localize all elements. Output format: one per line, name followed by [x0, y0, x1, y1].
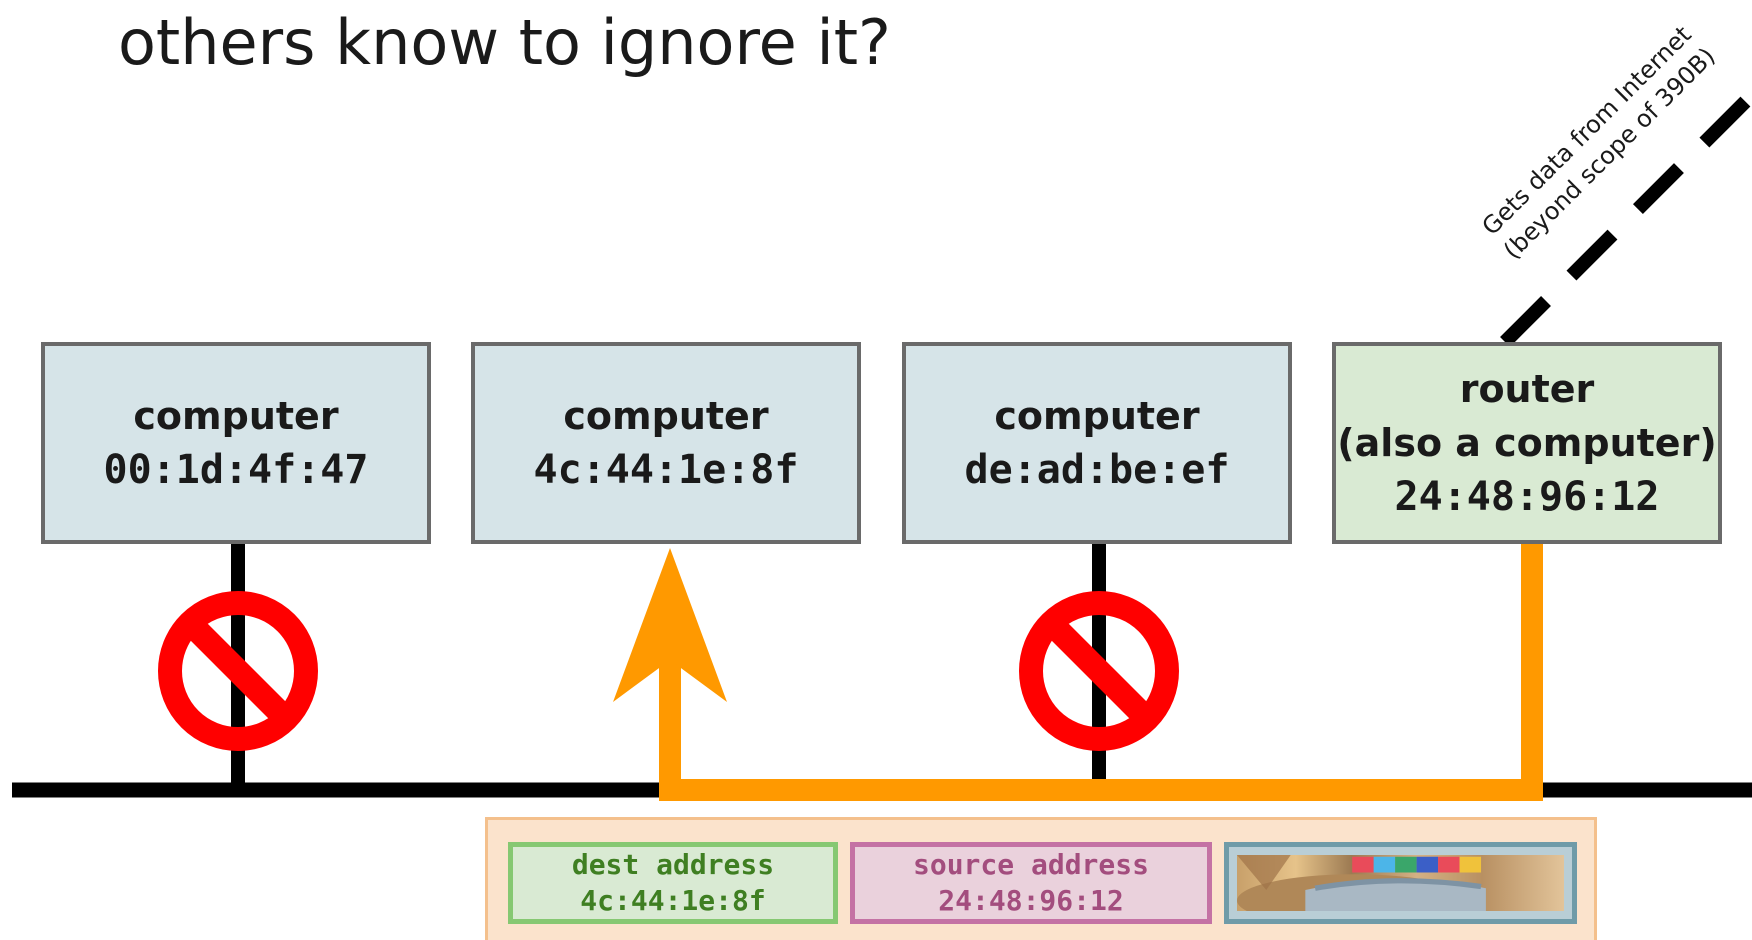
computer-node-3: computer de:ad:be:ef: [902, 342, 1292, 544]
node-mac-address: 4c:44:1e:8f: [533, 447, 799, 493]
node-mac-address: 00:1d:4f:47: [103, 447, 369, 493]
source-address-value: 24:48:96:12: [938, 884, 1124, 917]
node-mac-address: 24:48:96:12: [1394, 474, 1660, 520]
packet-frame: dest address 4c:44:1e:8f source address …: [485, 817, 1597, 940]
node-kind-label: router: [1459, 367, 1595, 411]
internet-link-dashed-line: [1500, 90, 1752, 347]
source-address-label: source address: [912, 848, 1149, 881]
delivery-arrow-head-icon: [613, 548, 727, 702]
dest-address-label: dest address: [571, 848, 775, 881]
computer-node-2: computer 4c:44:1e:8f: [471, 342, 861, 544]
delivery-path: [659, 544, 1543, 801]
blocked-sign-icon: [158, 591, 318, 751]
node-kind-label: computer: [133, 394, 339, 438]
payload-field: [1224, 842, 1577, 924]
slide-heading: others know to ignore it?: [118, 6, 891, 79]
node-kind-label: computer: [563, 394, 769, 438]
node-kind-label: computer: [994, 394, 1200, 438]
dest-address-value: 4c:44:1e:8f: [580, 884, 766, 917]
blocked-sign-icon: [1019, 591, 1179, 751]
dest-address-field: dest address 4c:44:1e:8f: [508, 842, 838, 924]
router-node: router (also a computer) 24:48:96:12: [1332, 342, 1722, 544]
payload-image-icon: [1237, 855, 1564, 919]
router-subtitle: (also a computer): [1337, 421, 1717, 465]
source-address-field: source address 24:48:96:12: [850, 842, 1212, 924]
computer-node-1: computer 00:1d:4f:47: [41, 342, 431, 544]
node-mac-address: de:ad:be:ef: [964, 447, 1230, 493]
